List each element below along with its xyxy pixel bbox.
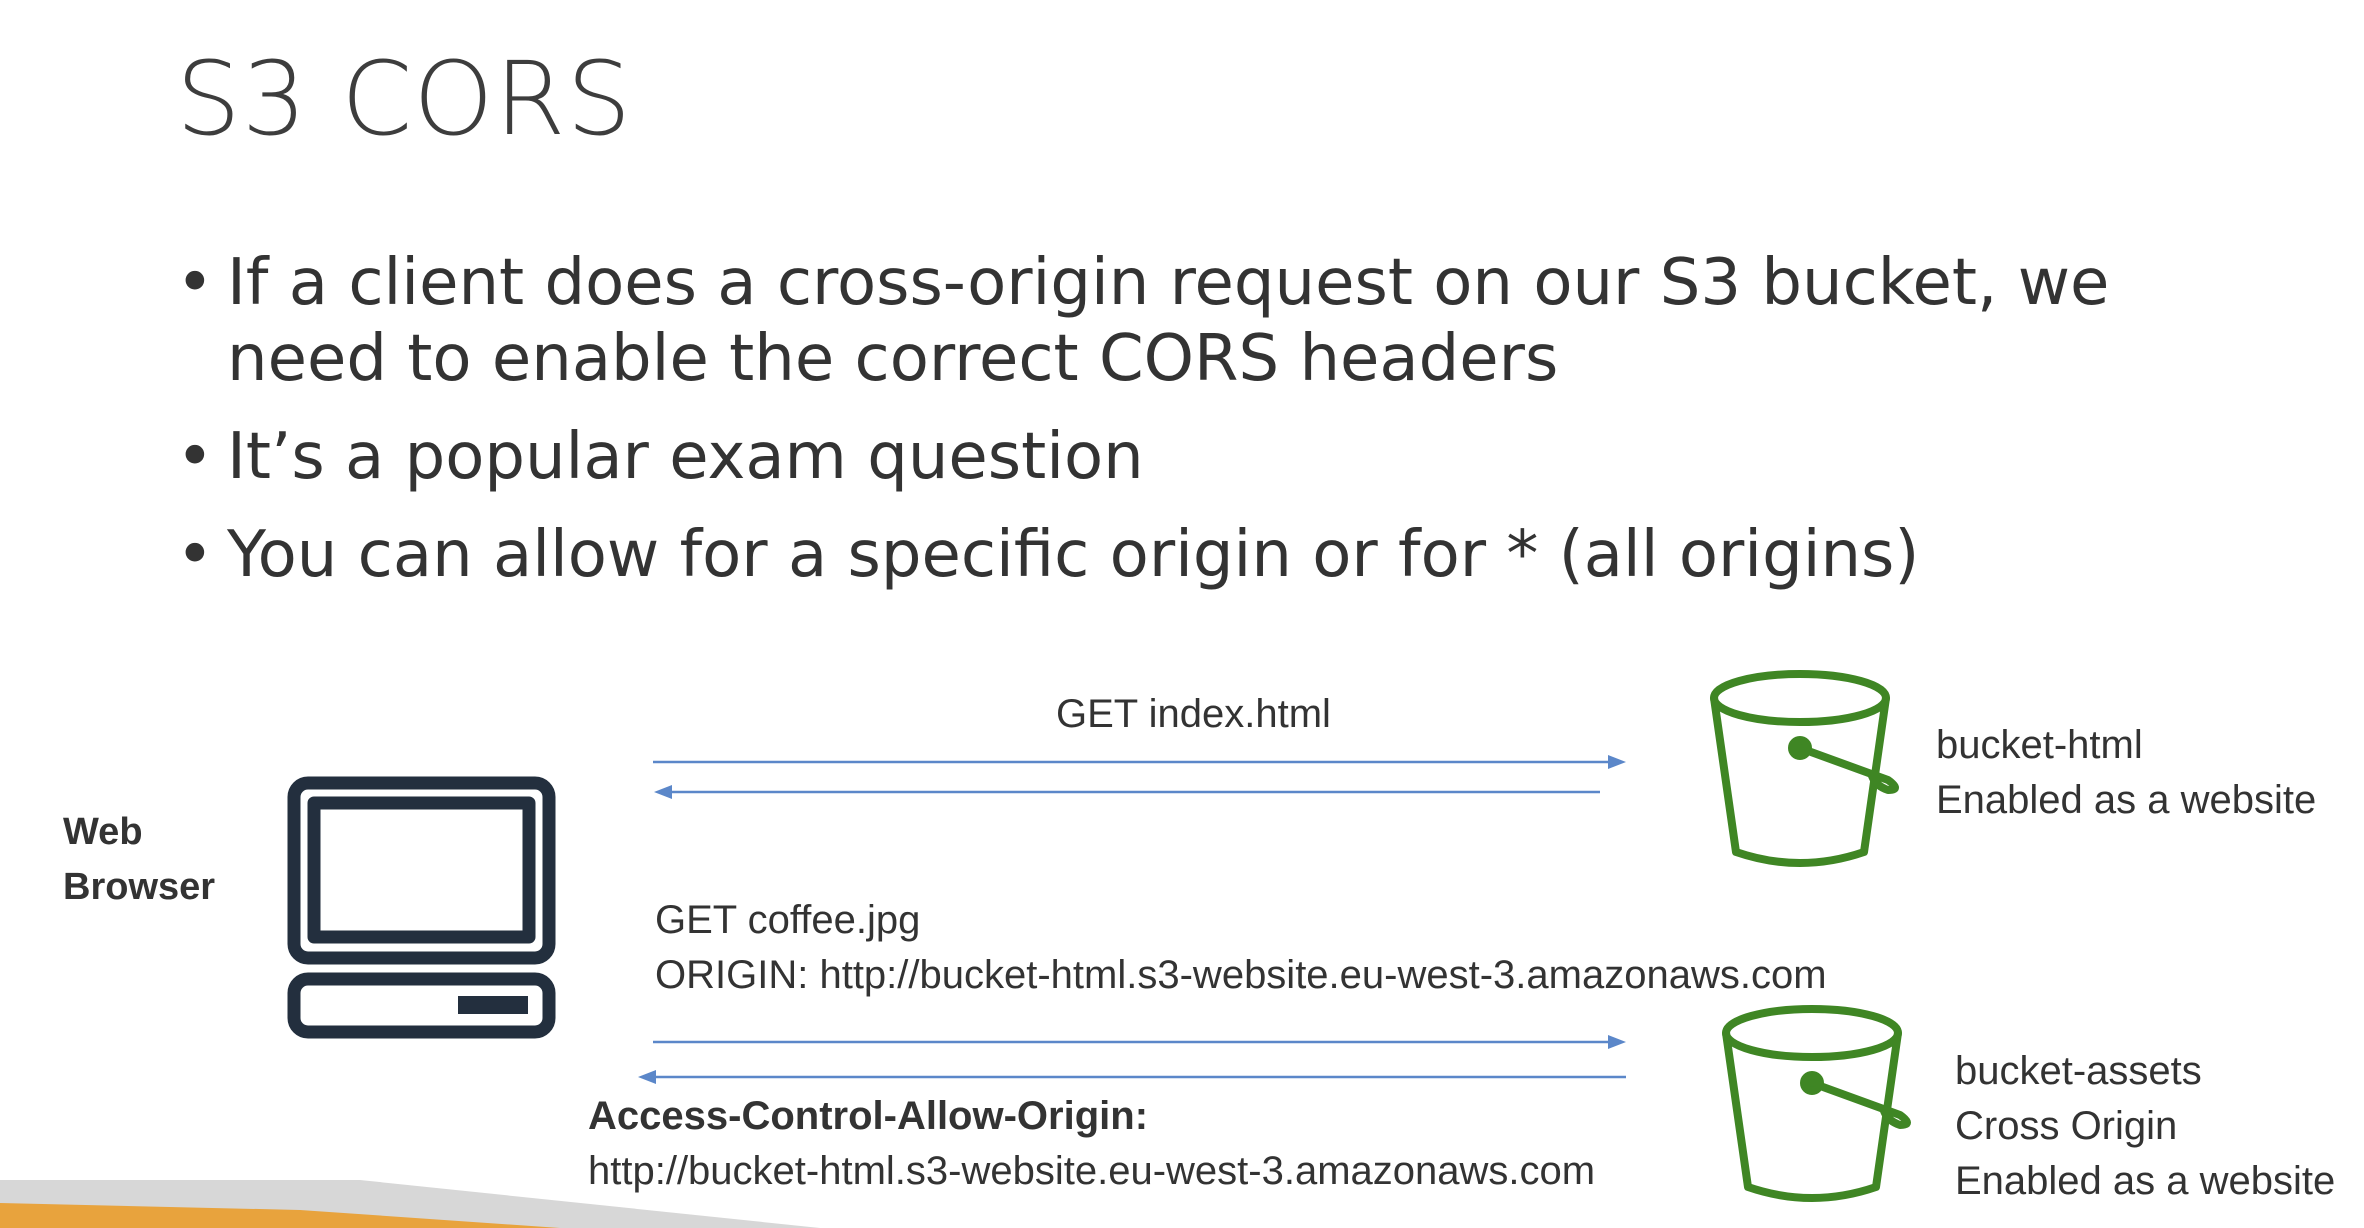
desktop-computer-icon — [287, 776, 556, 1039]
web-browser-label: Web Browser — [63, 805, 215, 915]
bullet-item: It’s a popular exam question — [176, 419, 2256, 495]
allow-origin-header: Access-Control-Allow-Origin: — [588, 1094, 1149, 1138]
bucket-assets-label: bucket-assets Cross Origin Enabled as a … — [1955, 1044, 2335, 1209]
get-coffee-label: GET coffee.jpg ORIGIN: http://bucket-htm… — [655, 893, 1827, 1003]
arrow-get-coffee-response — [638, 1070, 1626, 1084]
bucket-assets-note: Cross Origin — [1955, 1104, 2178, 1148]
bullet-list: If a client does a cross-origin request … — [176, 245, 2256, 593]
bucket-assets-name: bucket-assets — [1955, 1049, 2202, 1093]
bucket-html-name: bucket-html — [1936, 723, 2143, 767]
bucket-html-label: bucket-html Enabled as a website — [1936, 718, 2316, 828]
arrow-get-index-response — [654, 785, 1600, 799]
slide-title: S3 CORS — [176, 40, 633, 159]
get-coffee-line: GET coffee.jpg — [655, 898, 921, 942]
web-browser-label-line: Web — [63, 811, 143, 853]
arrow-get-index-request — [653, 755, 1626, 769]
origin-header-line: ORIGIN: http://bucket-html.s3-website.eu… — [655, 953, 1827, 997]
bucket-html-note: Enabled as a website — [1936, 778, 2317, 822]
web-browser-label-line: Browser — [63, 866, 216, 908]
get-index-label: GET index.html — [1056, 692, 1331, 736]
bucket-assets-note: Enabled as a website — [1955, 1159, 2336, 1203]
s3-bucket-icon — [1722, 1005, 1911, 1202]
arrow-get-coffee-request — [653, 1035, 1626, 1049]
cors-response-label: Access-Control-Allow-Origin: http://buck… — [588, 1089, 1595, 1199]
footer-orange-bar — [0, 1203, 560, 1228]
allow-origin-value: http://bucket-html.s3-website.eu-west-3.… — [588, 1149, 1596, 1193]
s3-bucket-icon — [1710, 670, 1899, 867]
bullet-item: You can allow for a specific origin or f… — [176, 517, 2256, 593]
bullet-item: If a client does a cross-origin request … — [176, 245, 2256, 397]
